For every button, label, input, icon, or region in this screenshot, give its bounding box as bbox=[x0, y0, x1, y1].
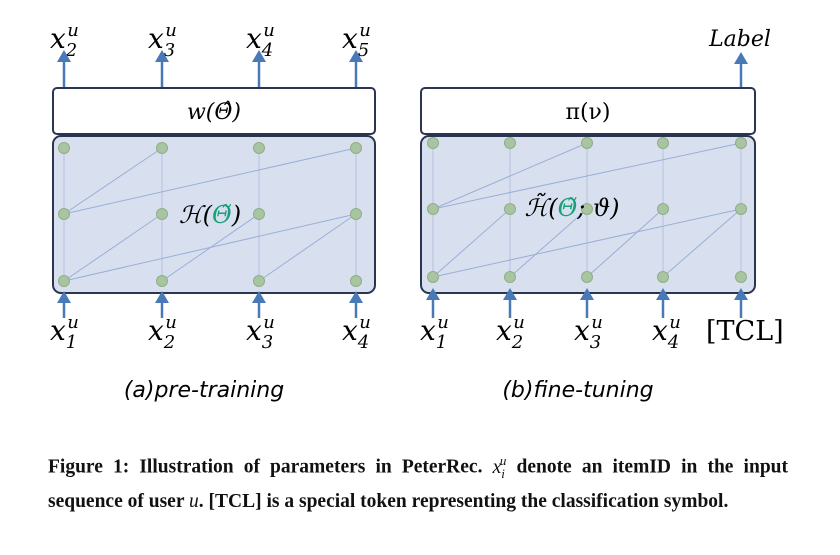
pretraining-output-layer-label: w(Θ̂) bbox=[187, 100, 241, 125]
finetuning-network-nodes bbox=[427, 137, 747, 283]
peterrec-diagram: x2u x3u x4u x5u w(Θ̂) bbox=[50, 20, 784, 403]
tcl-token-label: [TCL] bbox=[706, 316, 784, 347]
input-x3: x3u bbox=[246, 312, 275, 353]
finetuning-input-labels: x1u x2u x3u x4u [TCL] bbox=[420, 312, 784, 353]
finetuning-caption: (b)fine-tuning bbox=[502, 378, 653, 403]
input-arrowhead-1 bbox=[57, 291, 71, 303]
input-x2: x2u bbox=[148, 312, 177, 353]
output-arrowhead-1 bbox=[57, 50, 71, 62]
figure-caption: Figure 1: Illustration of parameters in … bbox=[48, 446, 788, 516]
input-arrowhead-2 bbox=[155, 291, 169, 303]
pretraining-panel: x2u x3u x4u x5u w(Θ̂) bbox=[50, 20, 376, 403]
finetuning-panel: Label π(ν) ℋ̃(Θ̃; ϑ) bbox=[420, 27, 784, 403]
finetuning-network-label: ℋ̃(Θ̃; ϑ) bbox=[524, 193, 619, 222]
output-arrowhead-3 bbox=[252, 50, 266, 62]
output-arrowhead-4 bbox=[349, 50, 363, 62]
figure-caption-text-1: Illustration of parameters in PeterRec. bbox=[139, 456, 483, 478]
input-arrowhead-4 bbox=[349, 291, 363, 303]
ft-input-arrowhead-3 bbox=[580, 288, 594, 300]
pretraining-output-layer-box bbox=[52, 87, 376, 135]
finetuning-output-label: Label bbox=[708, 27, 771, 52]
input-x4: x4u bbox=[342, 312, 371, 353]
output-x4: x4u bbox=[246, 20, 275, 61]
ft-input-x3: x3u bbox=[574, 312, 603, 353]
output-x5: x5u bbox=[342, 20, 371, 61]
finetuning-output-arrowhead bbox=[734, 52, 748, 64]
ft-input-x2: x2u bbox=[496, 312, 525, 353]
input-x1: x1u bbox=[50, 312, 79, 353]
pretraining-network-nodes bbox=[58, 142, 362, 287]
pretraining-network-box bbox=[52, 135, 376, 294]
ft-input-x4: x4u bbox=[652, 312, 681, 353]
figure-caption-text-2: denote an itemID in the input sequence o… bbox=[48, 456, 789, 513]
ft-input-arrowhead-2 bbox=[503, 288, 517, 300]
input-arrowhead-3 bbox=[252, 291, 266, 303]
pretraining-output-labels: x2u x3u x4u x5u bbox=[50, 20, 371, 61]
finetuning-output-layer-box bbox=[420, 87, 756, 135]
pretraining-network-label: ℋ(Θ̃) bbox=[179, 201, 241, 229]
ft-input-arrowhead-4 bbox=[656, 288, 670, 300]
pretraining-input-labels: x1u x2u x3u x4u bbox=[50, 312, 371, 353]
figure-caption-variable: xiu bbox=[492, 453, 507, 481]
output-x3: x3u bbox=[148, 20, 177, 61]
ft-input-arrowhead-1 bbox=[426, 288, 440, 300]
output-arrowhead-2 bbox=[155, 50, 169, 62]
figure-caption-label: Figure 1: bbox=[48, 456, 130, 478]
finetuning-output-layer-label: π(ν) bbox=[566, 100, 611, 125]
ft-input-arrowhead-5 bbox=[734, 288, 748, 300]
ft-input-x1: x1u bbox=[420, 312, 449, 353]
pretraining-caption: (a)pre-training bbox=[124, 378, 284, 403]
output-x2: x2u bbox=[50, 20, 79, 61]
figure-caption-user-variable: u bbox=[189, 491, 199, 513]
figure-caption-text-3: . [TCL] is a special token representing … bbox=[198, 491, 729, 513]
